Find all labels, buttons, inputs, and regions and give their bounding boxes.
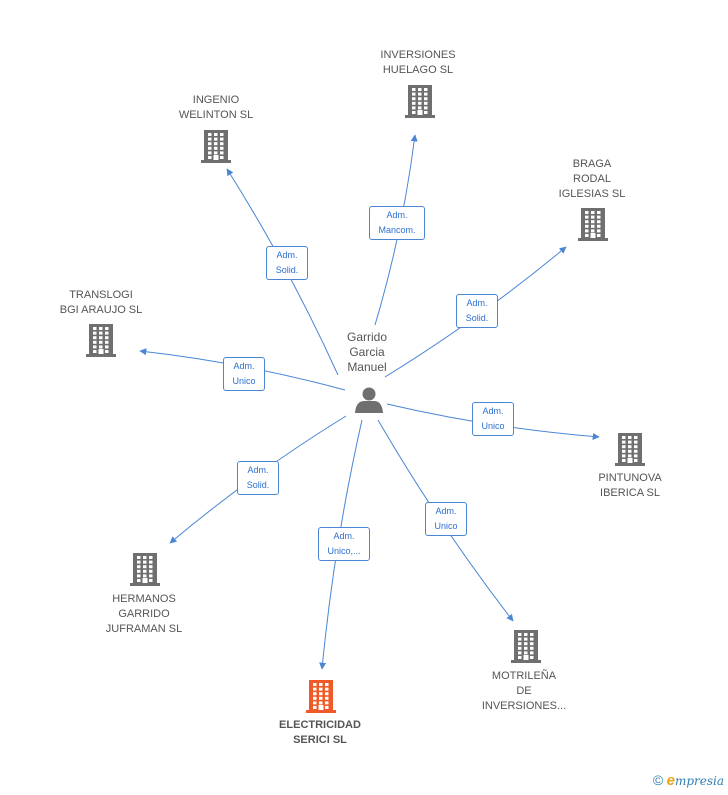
brand-logo-initial: e	[666, 772, 675, 789]
brand-logo-text: mpresia	[674, 774, 724, 788]
building-icon[interactable]	[130, 553, 160, 586]
copyright-symbol: ©	[652, 772, 664, 788]
company-label-hermanos-garrido[interactable]: HERMANOS GARRIDO JUFRAMAN SL	[105, 593, 183, 635]
building-icon[interactable]	[405, 85, 435, 118]
role-badge-motrilena: Adm. Unico	[425, 502, 467, 536]
footer-brand: © empresia	[653, 772, 724, 789]
building-icon[interactable]	[306, 680, 336, 713]
building-icon[interactable]	[201, 130, 231, 163]
company-label-inversiones-huelago[interactable]: INVERSIONES HUELAGO SL	[380, 49, 456, 76]
company-label-translogi[interactable]: TRANSLOGI BGI ARAUJO SL	[59, 289, 143, 316]
role-badge-ingenio-welinton: Adm. Solid.	[266, 246, 308, 280]
company-label-braga-rodal[interactable]: BRAGA RODAL IGLESIAS SL	[558, 158, 626, 200]
role-badge-translogi: Adm. Unico	[223, 357, 265, 391]
building-icon[interactable]	[615, 433, 645, 466]
building-icon[interactable]	[578, 208, 608, 241]
company-label-electricidad-serici[interactable]: ELECTRICIDAD SERICI SL	[279, 719, 361, 746]
role-badge-hermanos-garrido: Adm. Solid.	[237, 461, 279, 495]
company-label-pintunova[interactable]: PINTUNOVA IBERICA SL	[598, 472, 662, 499]
role-badge-electricidad-serici: Adm. Unico,...	[318, 527, 370, 561]
center-person-label[interactable]: Garrido Garcia Manuel	[346, 330, 387, 374]
company-label-ingenio-welinton[interactable]: INGENIO WELINTON SL	[178, 94, 254, 121]
company-label-motrilena[interactable]: MOTRILEÑA DE INVERSIONES...	[481, 670, 567, 712]
role-badge-inversiones-huelago: Adm. Mancom.	[369, 206, 425, 240]
building-icon[interactable]	[86, 324, 116, 357]
building-icon[interactable]	[511, 630, 541, 663]
role-badge-pintunova: Adm. Unico	[472, 402, 514, 436]
person-icon[interactable]	[355, 387, 383, 414]
role-badge-braga-rodal: Adm. Solid.	[456, 294, 498, 328]
